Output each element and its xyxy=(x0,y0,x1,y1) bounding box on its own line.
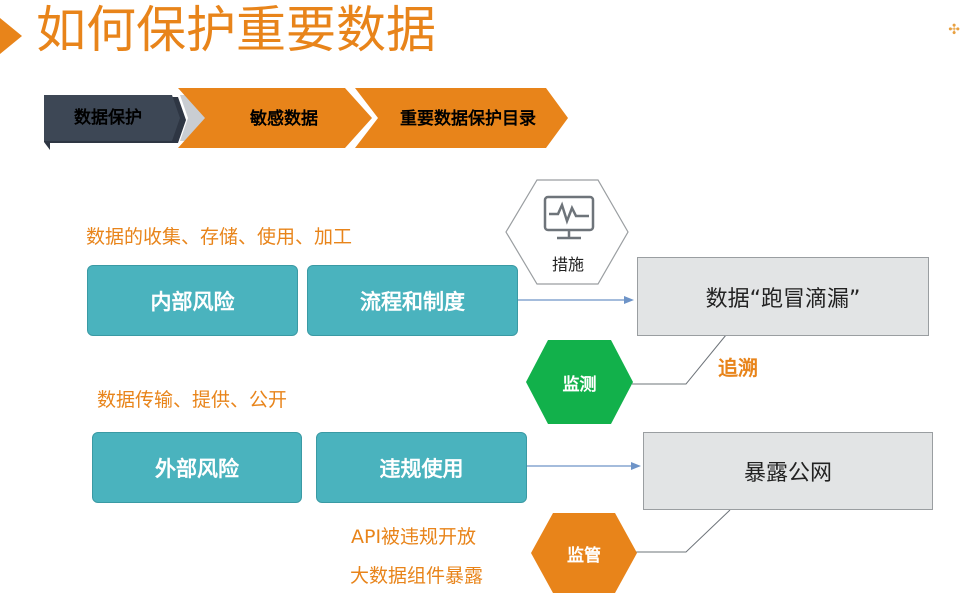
title-bullet-icon xyxy=(0,18,22,54)
step-chevron-1[interactable]: 数据保护 xyxy=(44,95,206,150)
external-flow-arrow xyxy=(526,462,641,470)
note-api: API被违规开放 xyxy=(351,526,477,548)
measure-hexagon: 措施 xyxy=(505,179,629,285)
supervise-connector xyxy=(634,509,731,553)
internal-risk-box: 内部风险 xyxy=(87,265,298,336)
external-caption: 数据传输、提供、公开 xyxy=(97,389,288,411)
note-bigdata: 大数据组件暴露 xyxy=(350,565,484,587)
process-box: 流程和制度 xyxy=(307,265,518,336)
trace-label: 追溯 xyxy=(718,356,758,380)
leakage-box: 数据“跑冒滴漏” xyxy=(637,257,929,336)
page-title: 如何保护重要数据 xyxy=(36,1,436,59)
internal-caption: 数据的收集、存储、使用、加工 xyxy=(86,226,353,248)
external-risk-box: 外部风险 xyxy=(92,432,302,503)
step-chevron-2[interactable]: 敏感数据 xyxy=(178,88,372,148)
measure-label: 措施 xyxy=(552,255,584,274)
supervise-hexagon xyxy=(531,513,637,593)
monitor-pulse-icon xyxy=(543,195,595,240)
corner-decoration-icon: ✣ xyxy=(948,22,960,38)
step-label-2: 敏感数据 xyxy=(249,108,318,129)
monitor-connector xyxy=(632,334,727,385)
step-label-3: 重要数据保护目录 xyxy=(400,108,536,129)
exposure-box: 暴露公网 xyxy=(643,432,933,510)
monitor-label: 监测 xyxy=(562,374,597,395)
internal-flow-arrow xyxy=(518,296,634,304)
monitor-hexagon xyxy=(526,340,633,424)
step-chevron-3[interactable]: 重要数据保护目录 xyxy=(355,88,568,148)
step-label-1: 数据保护 xyxy=(74,107,142,128)
violation-box: 违规使用 xyxy=(316,432,527,503)
supervise-label: 监管 xyxy=(567,545,601,566)
